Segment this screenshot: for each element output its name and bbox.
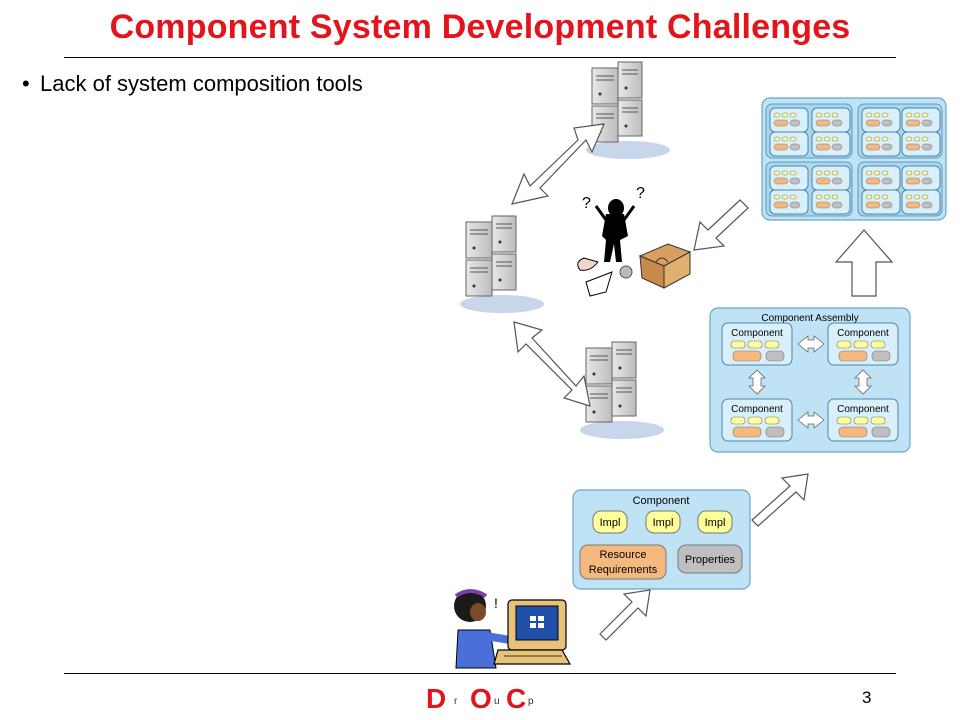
svg-text:?: ? [636,185,645,202]
arrow-to-component-icon [599,589,651,641]
component-assembly-box: Component Assembly Component Component C… [709,307,911,453]
assembly-component-label: Component [837,404,889,415]
footer-divider [64,673,896,674]
open-box-icon [638,243,692,289]
logo-letter-p: p [528,696,534,707]
impl-label: Impl [653,517,674,529]
svg-text:!: ! [494,595,498,611]
up-arrow-icon [834,229,894,297]
double-arrow-bottom-icon [513,321,591,407]
arrow-to-assembly-icon [751,473,809,527]
assembly-component-label: Component [837,328,889,339]
bullet-text: Lack of system composition tools [40,71,363,96]
double-arrow-top-icon [511,123,605,205]
server-bottom-icon [579,341,665,440]
deployed-system-box [761,97,947,221]
logo-letter-c: C [506,683,526,714]
resource-label-line2: Requirements [589,564,658,576]
resource-label-line1: Resource [599,549,646,561]
title-divider [64,57,896,58]
assembly-header: Component Assembly [761,313,858,324]
assembly-component-label: Component [731,404,783,415]
logo-letter-o: O [470,683,492,714]
component-header: Component [633,495,690,507]
svg-text:?: ? [582,195,591,212]
impl-label: Impl [600,517,621,529]
impl-label: Impl [705,517,726,529]
arrow-to-person-icon [693,199,749,251]
doc-group-logo: D r O u C p [426,683,534,714]
bullet-dot: • [22,71,30,96]
logo-letter-r: r [454,696,458,707]
slide-title: Component System Development Challenges [109,8,851,46]
component-box: Component Impl Impl Impl Resource Requir… [572,489,751,590]
properties-label: Properties [685,554,736,566]
assembly-component-label: Component [731,328,783,339]
developer-at-computer-icon: ! [454,589,572,669]
logo-letter-d: D [426,683,446,714]
bullet-item: • Lack of system composition tools [22,71,363,97]
server-left-icon [459,215,545,314]
page-number: 3 [862,688,872,707]
logo-letter-u: u [494,696,500,707]
confused-person-icon: ? ? [577,185,645,297]
server-top-icon [585,61,671,160]
